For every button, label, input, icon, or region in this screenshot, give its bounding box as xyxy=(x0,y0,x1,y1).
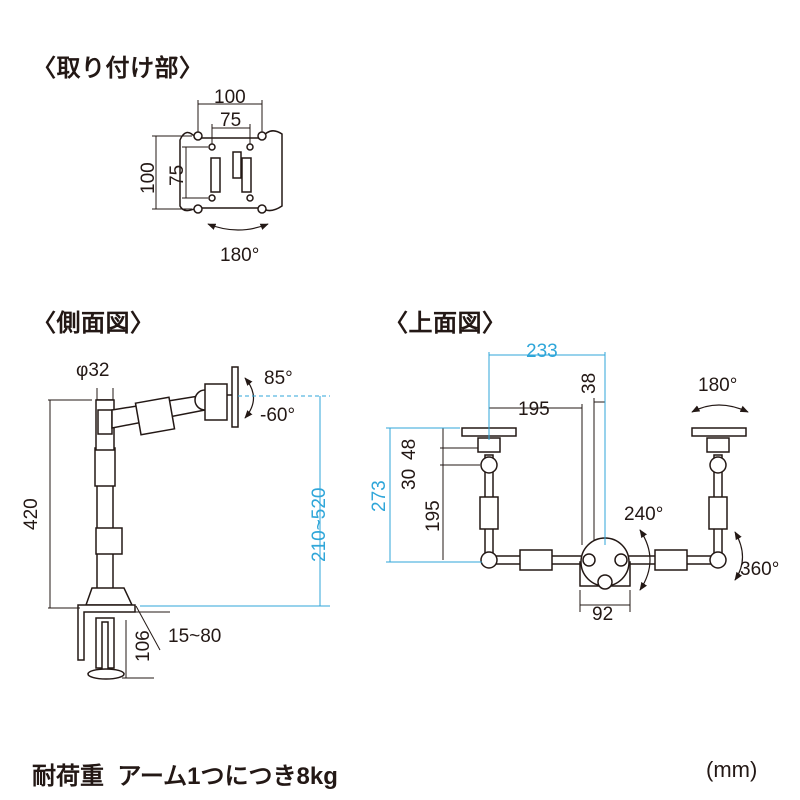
base-width-label: 92 xyxy=(592,604,614,625)
mount-section-title: 〈取り付け部〉 xyxy=(32,55,204,82)
side-height-range-dimension xyxy=(140,395,330,607)
vertical-total-label: 273 xyxy=(369,480,390,512)
mount-height-outer-label: 100 xyxy=(138,162,159,194)
top-view-title: 〈上面図〉 xyxy=(384,310,507,337)
side-view-title: 〈側面図〉 xyxy=(32,310,155,337)
load-capacity-text: 耐荷重 アーム1つにつき8kg xyxy=(32,763,338,790)
vertical-b-label: 48 xyxy=(399,438,420,460)
arm-rotation-label: 240° xyxy=(624,504,664,525)
clamp-depth-label: 106 xyxy=(133,630,154,662)
height-range-label: 210~520 xyxy=(309,487,330,563)
head-rotation-label: 180° xyxy=(698,375,738,396)
total-height-label: 420 xyxy=(21,498,42,530)
reach-total-label: 233 xyxy=(526,341,558,362)
offset-small-label: 38 xyxy=(579,372,600,394)
reach-arm-label: 195 xyxy=(518,399,550,420)
mount-width-inner-label: 75 xyxy=(220,110,242,131)
top-view-arms xyxy=(440,398,749,612)
side-view-arm xyxy=(48,366,255,680)
pole-diameter-label: φ32 xyxy=(76,360,110,381)
clamp-thickness-label: 15~80 xyxy=(168,626,222,647)
unit-label: (mm) xyxy=(706,757,758,782)
vesa-mount-plate xyxy=(152,100,283,231)
base-rotation-label: 360° xyxy=(740,559,780,580)
vertical-arm-label: 195 xyxy=(423,500,444,532)
mount-width-outer-label: 100 xyxy=(214,87,246,108)
mount-height-inner-label: 75 xyxy=(167,164,188,186)
tilt-down-label: -60° xyxy=(260,405,296,426)
vertical-a-label: 30 xyxy=(399,468,420,490)
top-blue-dimensions xyxy=(386,352,606,563)
mount-rotation-label: 180° xyxy=(220,245,260,266)
tilt-up-label: 85° xyxy=(264,368,293,389)
